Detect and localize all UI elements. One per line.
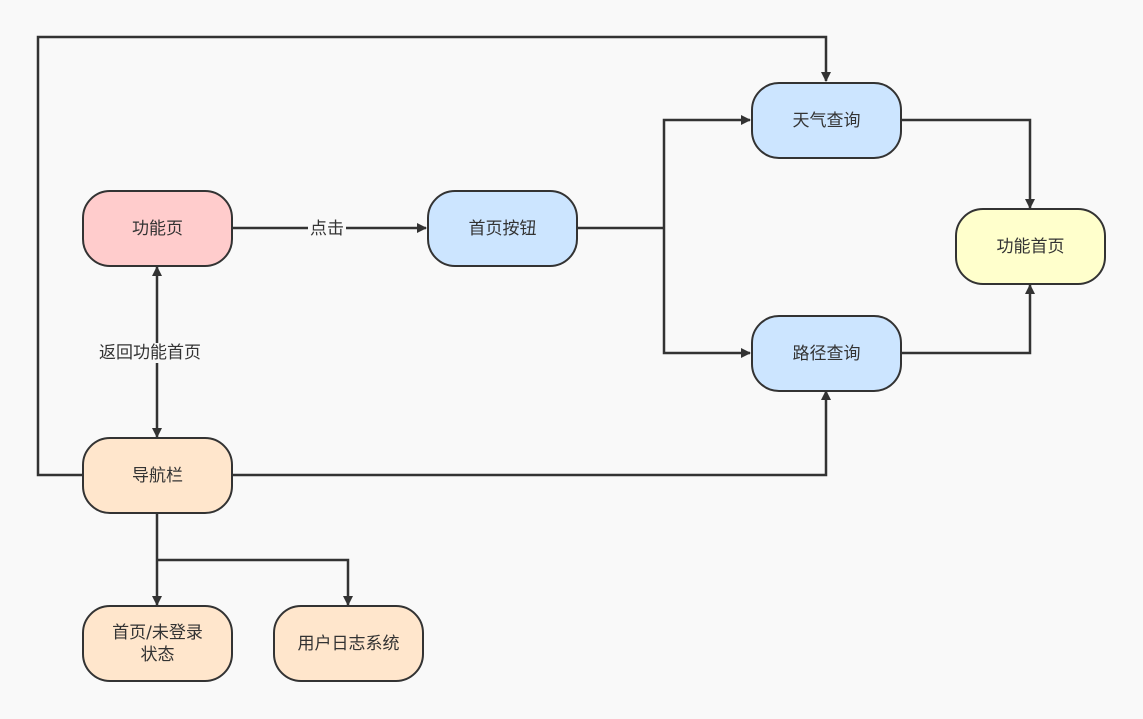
node-home-button[interactable]: 首页按钮 <box>427 190 578 267</box>
node-user-log-system[interactable]: 用户日志系统 <box>273 605 424 682</box>
edge-navbar-to-weather <box>36 35 831 477</box>
edge-home-button-to-weather <box>662 115 751 228</box>
node-home-button-label: 首页按钮 <box>468 218 537 239</box>
edge-label-click: 点击 <box>308 219 346 239</box>
node-route-query[interactable]: 路径查询 <box>751 315 902 392</box>
edge-navbar-to-route <box>232 390 831 477</box>
node-function-page[interactable]: 功能页 <box>82 190 233 267</box>
node-navbar[interactable]: 导航栏 <box>82 437 233 514</box>
node-route-query-label: 路径查询 <box>792 343 861 364</box>
node-weather-query[interactable]: 天气查询 <box>751 82 902 159</box>
node-function-page-label: 功能页 <box>132 218 183 239</box>
edge-route-to-function-home <box>900 284 1035 355</box>
edge-navbar-to-user-log <box>157 558 353 606</box>
node-navbar-label: 导航栏 <box>132 465 183 486</box>
edge-label-back-to-home: 返回功能首页 <box>97 343 203 363</box>
node-function-home-label: 功能首页 <box>996 236 1065 257</box>
node-user-log-system-label: 用户日志系统 <box>297 633 400 654</box>
node-function-home[interactable]: 功能首页 <box>955 208 1106 285</box>
edge-home-button-to-route <box>662 228 751 358</box>
node-weather-query-label: 天气查询 <box>792 110 861 131</box>
node-home-logged-out-label: 首页/未登录 状态 <box>112 622 203 665</box>
node-home-logged-out[interactable]: 首页/未登录 状态 <box>82 605 233 682</box>
edge-weather-to-function-home <box>900 118 1035 209</box>
